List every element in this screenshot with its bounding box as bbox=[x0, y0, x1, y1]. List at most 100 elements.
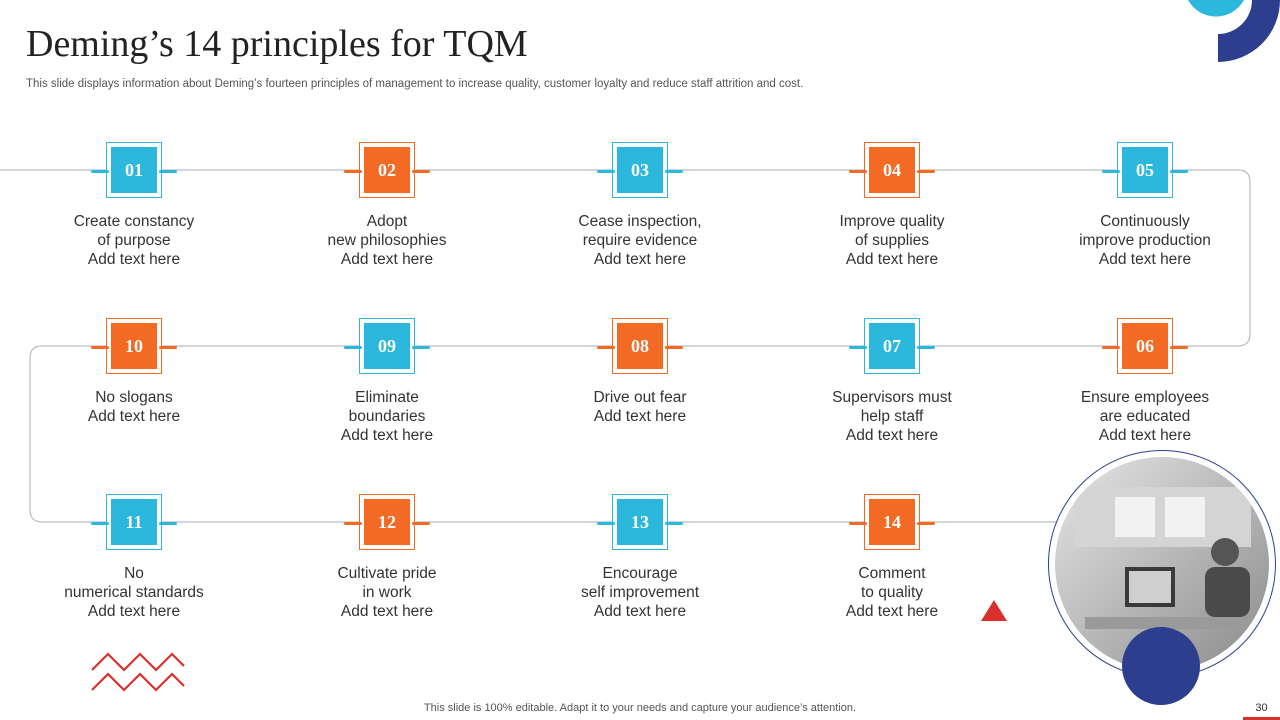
step-line-1: Improve quality bbox=[839, 213, 945, 230]
step-line-2: of supplies bbox=[854, 232, 930, 249]
step-line-3: Add text here bbox=[1098, 251, 1192, 268]
corner-decoration bbox=[1188, 0, 1280, 62]
step-number: 13 bbox=[617, 499, 663, 545]
step-number-badge: 09 bbox=[344, 318, 430, 374]
page-number: 30 bbox=[1243, 700, 1280, 720]
step-line-1: No bbox=[124, 565, 144, 582]
connector-tick bbox=[344, 170, 362, 173]
connector-tick bbox=[91, 522, 109, 525]
step-number-badge: 14 bbox=[849, 494, 935, 550]
zigzag-decoration bbox=[91, 652, 185, 692]
connector-tick bbox=[665, 170, 683, 173]
step-number: 06 bbox=[1122, 323, 1168, 369]
step-number: 14 bbox=[869, 499, 915, 545]
connector-tick bbox=[412, 170, 430, 173]
connector-tick bbox=[344, 346, 362, 349]
step-line-2: new philosophies bbox=[327, 232, 447, 249]
step-line-1: No slogans bbox=[95, 389, 173, 406]
connector-tick bbox=[159, 522, 177, 525]
connector-tick bbox=[344, 522, 362, 525]
connector-tick bbox=[597, 346, 615, 349]
step-line-2: of purpose bbox=[97, 232, 171, 249]
step-line-3: Add text here bbox=[87, 251, 181, 268]
step-number: 03 bbox=[617, 147, 663, 193]
step-number: 04 bbox=[869, 147, 915, 193]
step-line-2: to quality bbox=[860, 584, 924, 601]
step-number-badge: 04 bbox=[849, 142, 935, 198]
step-number-badge: 01 bbox=[91, 142, 177, 198]
step-number-badge: 07 bbox=[849, 318, 935, 374]
step-line-1: Create constancy bbox=[73, 213, 195, 230]
step-line-2: are educated bbox=[1099, 408, 1191, 425]
connector-tick bbox=[665, 346, 683, 349]
step-number-badge: 03 bbox=[597, 142, 683, 198]
step-line-1: Drive out fear bbox=[593, 389, 687, 406]
page-subtitle: This slide displays information about De… bbox=[26, 78, 804, 90]
connector-tick bbox=[159, 346, 177, 349]
step-line-2: numerical standards bbox=[64, 584, 204, 601]
connector-tick bbox=[849, 522, 867, 525]
step-line-3: Add text here bbox=[845, 603, 939, 620]
navy-circle-decoration bbox=[1122, 627, 1200, 705]
step-line-3: Add text here bbox=[1098, 427, 1192, 444]
connector-tick bbox=[1102, 170, 1120, 173]
connector-tick bbox=[849, 346, 867, 349]
connector-tick bbox=[665, 522, 683, 525]
connector-tick bbox=[597, 170, 615, 173]
connector-tick bbox=[917, 346, 935, 349]
connector-tick bbox=[1170, 346, 1188, 349]
step-line-1: Eliminate bbox=[355, 389, 419, 406]
photo-icon bbox=[1075, 487, 1255, 629]
step-number: 02 bbox=[364, 147, 410, 193]
step-line-3: Add text here bbox=[593, 251, 687, 268]
step-number-badge: 06 bbox=[1102, 318, 1188, 374]
step-line-2: require evidence bbox=[582, 232, 698, 249]
connector-tick bbox=[917, 170, 935, 173]
step-line-2: self improvement bbox=[580, 584, 699, 601]
step-line-1: Cease inspection, bbox=[578, 213, 702, 230]
step-line-3: Add text here bbox=[340, 251, 434, 268]
step-number: 09 bbox=[364, 323, 410, 369]
step-line-1: Cultivate pride bbox=[337, 565, 437, 582]
step-number: 11 bbox=[111, 499, 157, 545]
connector-tick bbox=[91, 170, 109, 173]
step-line-1: Continuously bbox=[1100, 213, 1190, 230]
step-line-3: Add text here bbox=[340, 603, 434, 620]
step-number: 07 bbox=[869, 323, 915, 369]
step-line-3: Add text here bbox=[845, 427, 939, 444]
connector-tick bbox=[1170, 170, 1188, 173]
step-line-2: in work bbox=[362, 584, 412, 601]
connector-tick bbox=[91, 346, 109, 349]
step-line-1: Supervisors must bbox=[832, 389, 952, 406]
step-number: 08 bbox=[617, 323, 663, 369]
footer-note: This slide is 100% editable. Adapt it to… bbox=[423, 702, 857, 714]
step-number-badge: 11 bbox=[91, 494, 177, 550]
connector-tick bbox=[597, 522, 615, 525]
office-team-photo bbox=[1048, 450, 1276, 678]
connector-tick bbox=[159, 170, 177, 173]
step-number-badge: 02 bbox=[344, 142, 430, 198]
